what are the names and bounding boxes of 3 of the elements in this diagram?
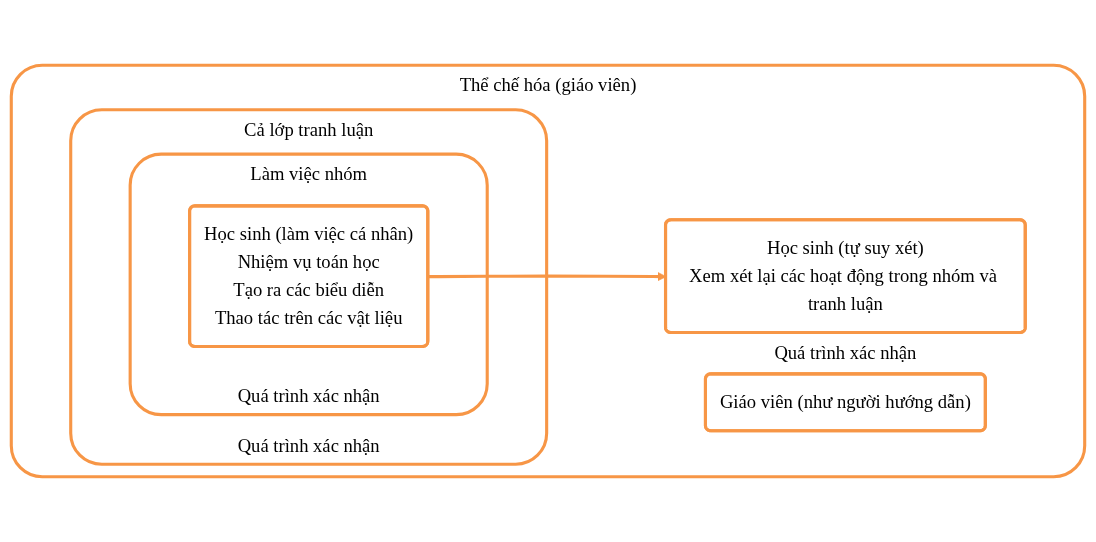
side-caption: Quá trình xác nhận	[774, 342, 917, 364]
group-footer: Quá trình xác nhận	[237, 434, 380, 456]
group-footer: Quá trình xác nhận	[237, 385, 380, 407]
